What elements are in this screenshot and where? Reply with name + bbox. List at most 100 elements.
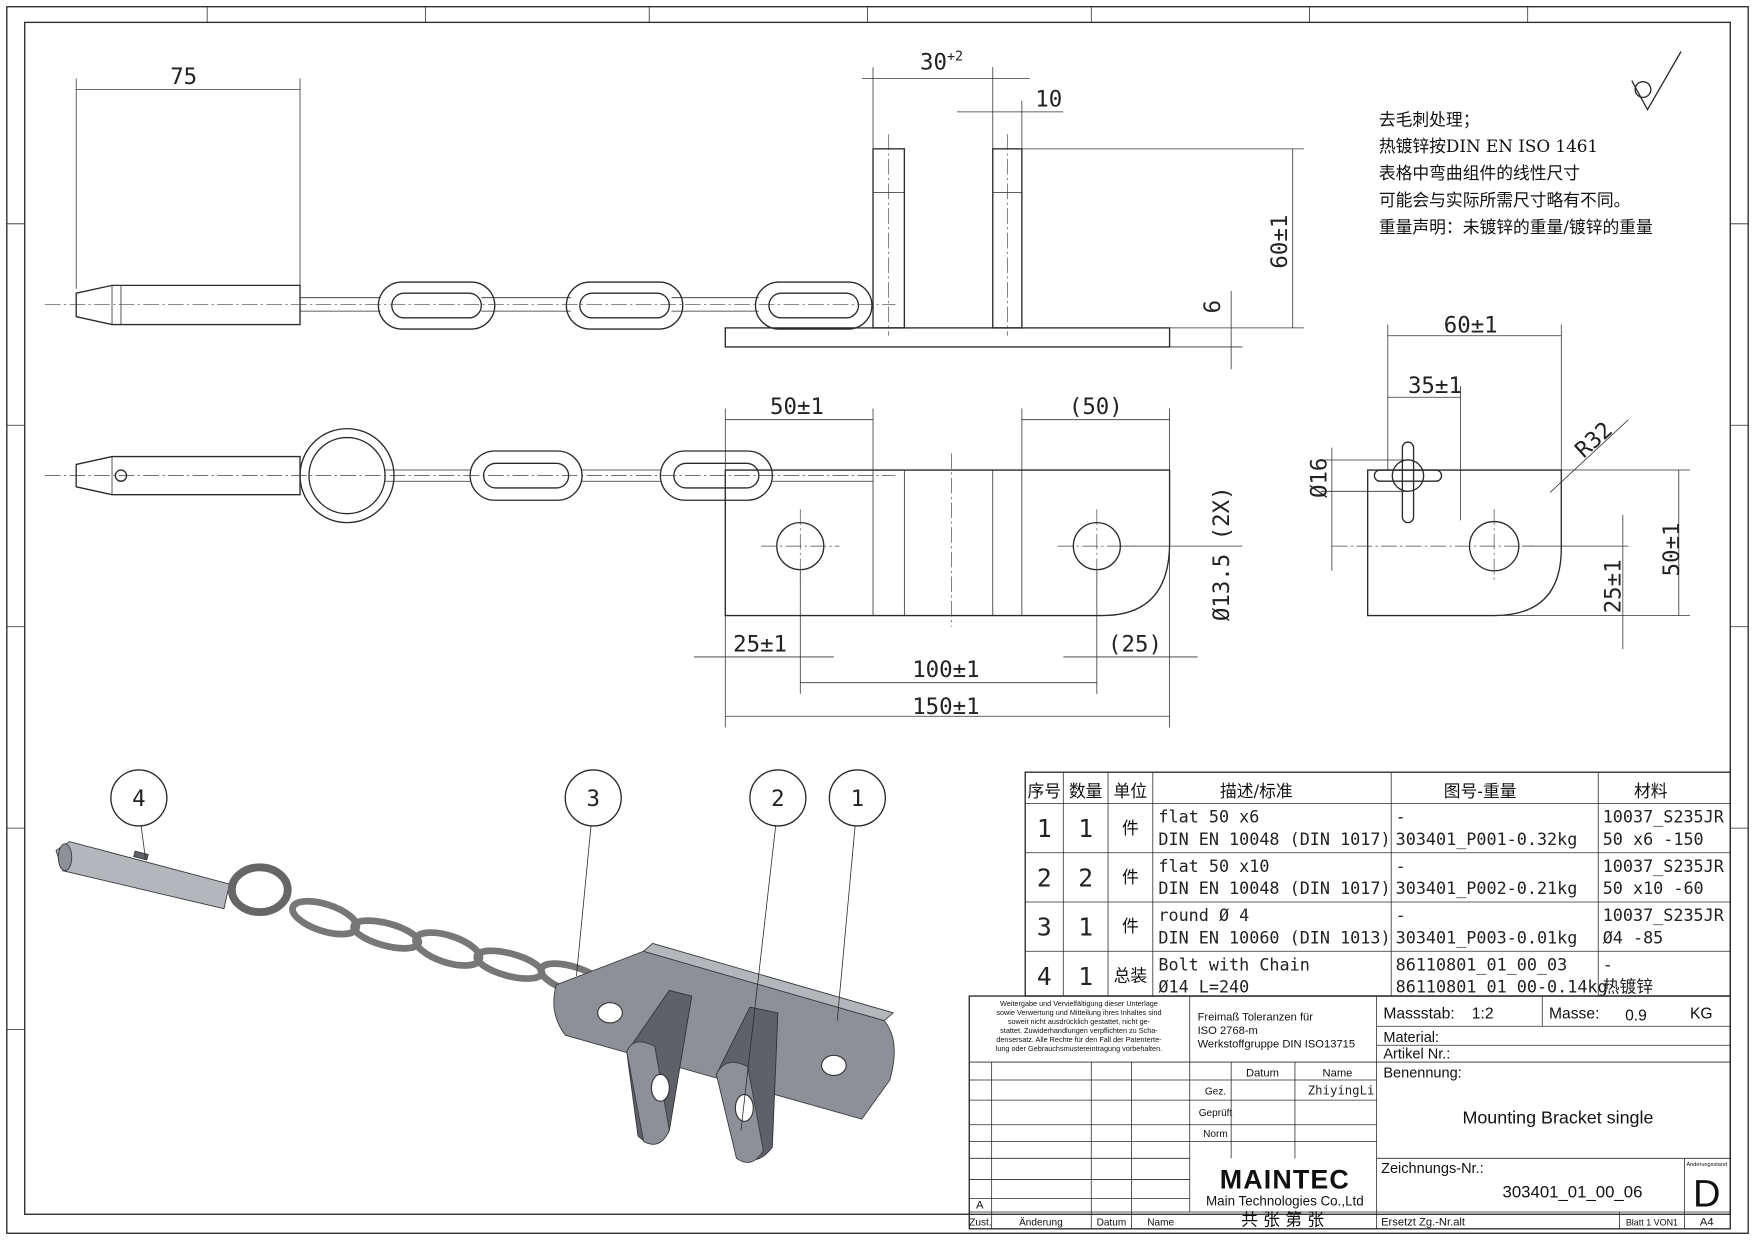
dimension-label: 50±1 [770,394,824,420]
cell-dwg1: - [1396,905,1406,925]
table-header: 数量 [1069,781,1103,801]
cell-dwg2: 303401_P002-0.21kg [1396,878,1578,898]
mass-label: Masse: [1549,1005,1599,1022]
cell-mat1: 10037_S235JR [1603,905,1725,925]
balloon-label: 2 [771,786,784,812]
dimension-label: 60±1 [1267,215,1293,269]
tolerance-line: ISO 2768-m [1198,1025,1258,1037]
cell-desc1: flat 50 x10 [1158,856,1269,876]
note-line: 去毛刺处理； [1379,109,1480,129]
dimension-label: 50±1 [1659,522,1685,576]
cell-unit: 总装 [1114,965,1148,985]
scale-label: Massstab: [1383,1005,1454,1022]
top-view: 75 30+2 10 60±1 6 [44,49,1304,370]
company-name: Main Technologies Co.,Ltd [1206,1193,1364,1208]
drawn-label: Gez. [1205,1087,1226,1098]
cell-desc1: flat 50 x6 [1158,807,1259,827]
dimension-label: 30+2 [920,49,963,75]
copyright-line: densersatz. Alle Rechte für den Fall der… [996,1035,1162,1044]
cell-mat2: 50 x10 -60 [1603,878,1704,898]
surface-finish-symbol [1631,51,1682,112]
cell-desc1: Bolt with Chain [1158,954,1309,974]
norm-label: Norm [1203,1129,1228,1140]
general-notes: 去毛刺处理； 热镀锌按DIN EN ISO 1461 表格中弯曲组件的线性尺寸 … [1379,109,1653,236]
paper-format: A4 [1700,1216,1714,1228]
dimension-label: Ø16 [1306,458,1332,498]
checked-label: Geprüft [1199,1108,1233,1119]
cell-dwg1: - [1396,856,1406,876]
note-line: 重量声明：未镀锌的重量/镀锌的重量 [1379,217,1653,237]
company-logo: MAINTEC [1220,1165,1350,1195]
copyright-notice: Weitergabe und Vervielfältigung dieser U… [996,999,1162,1053]
copyright-line: sowie Verwertung und Mitteilung ihres In… [996,1008,1161,1017]
balloon-label: 3 [586,786,599,812]
sheet-number: Blatt 1 VON1 [1626,1217,1678,1227]
cell-qty: 1 [1078,962,1093,991]
cell-mat2: 热镀锌 [1603,977,1654,997]
drawing-number-label: Zeichnungs-Nr.: [1381,1161,1484,1177]
front-view: 50±1 (50) 25±1 (25) 100±1 150±1 Ø13.5 (2… [44,394,1243,728]
table-header: 单位 [1114,781,1148,801]
cell-dwg2: 303401_P003-0.01kg [1396,927,1578,947]
mass-unit: KG [1690,1005,1713,1022]
balloon-label: 1 [851,786,864,812]
dimension-label: (50) [1069,394,1123,420]
dimension-label: 35±1 [1408,373,1462,399]
sheet-count: 共 张 第 张 [1241,1209,1324,1229]
cell-no: 2 [1037,863,1052,892]
copyright-line: stattet. Zuwiderhandlungen verpflichten … [1000,1026,1158,1035]
note-line: 可能会与实际所需尺寸略有不同。 [1379,190,1630,210]
dimension-label: 75 [170,64,197,90]
col-name: Name [1147,1217,1174,1228]
table-header: 材料 [1634,781,1668,801]
drawing-number: 303401_01_00_06 [1503,1182,1643,1201]
drawing-frame [6,6,1749,1234]
dimension-label: Ø13.5 (2X) [1209,486,1235,621]
col-change: Änderung [1019,1216,1063,1228]
balloon-label: 4 [132,786,145,812]
isometric-view [55,841,895,1163]
cell-mat1: - [1603,954,1613,974]
col-date: Datum [1097,1217,1127,1228]
chain-link [377,281,496,330]
title-block: Weitergabe und Vervielfältigung dieser U… [968,995,1731,1230]
scale-value: 1:2 [1472,1005,1494,1022]
copyright-line: lung oder Gebrauchsmustereintragung vorb… [996,1044,1162,1053]
cell-mat1: 10037_S235JR [1603,856,1725,876]
cell-desc1: round Ø 4 [1158,905,1249,925]
revision-marker: A [976,1200,984,1212]
table-header: 序号 [1027,781,1061,801]
cell-no: 1 [1037,814,1052,843]
dimension-label: 100±1 [912,657,979,683]
tolerance-line: Freimaß Toleranzen für [1198,1012,1314,1024]
note-line: 表格中弯曲组件的线性尺寸 [1379,163,1580,183]
dimension-label: 60±1 [1444,312,1498,338]
cell-dwg1: - [1396,807,1406,827]
chain-link [565,281,684,330]
col-zust: Zust. [969,1217,991,1228]
cell-qty: 1 [1078,814,1093,843]
date-header: Datum [1246,1068,1279,1080]
side-view: 60±1 35±1 R32 Ø16 50±1 25±1 [1306,312,1690,650]
dimension-label: 150±1 [912,694,979,720]
cell-qty: 2 [1078,863,1093,892]
copyright-line: soweit nicht ausdrücklich gestattet, nic… [1008,1017,1151,1026]
cell-mat2: Ø4 -85 [1603,927,1664,947]
dimension-label: (25) [1108,631,1162,657]
cell-qty: 1 [1078,913,1093,942]
cell-desc2: DIN EN 10060 (DIN 1013) [1158,927,1390,947]
table-header: 图号-重量 [1444,781,1517,801]
dimension-label: 6 [1200,300,1226,313]
mass-value: 0.9 [1625,1008,1647,1025]
cell-desc2: Ø14 L=240 [1158,977,1249,997]
cell-unit: 件 [1122,867,1139,887]
cell-unit: 件 [1122,818,1139,838]
dimension-label: R32 [1570,417,1617,463]
part-balloons: 4 3 2 1 [110,769,887,1131]
